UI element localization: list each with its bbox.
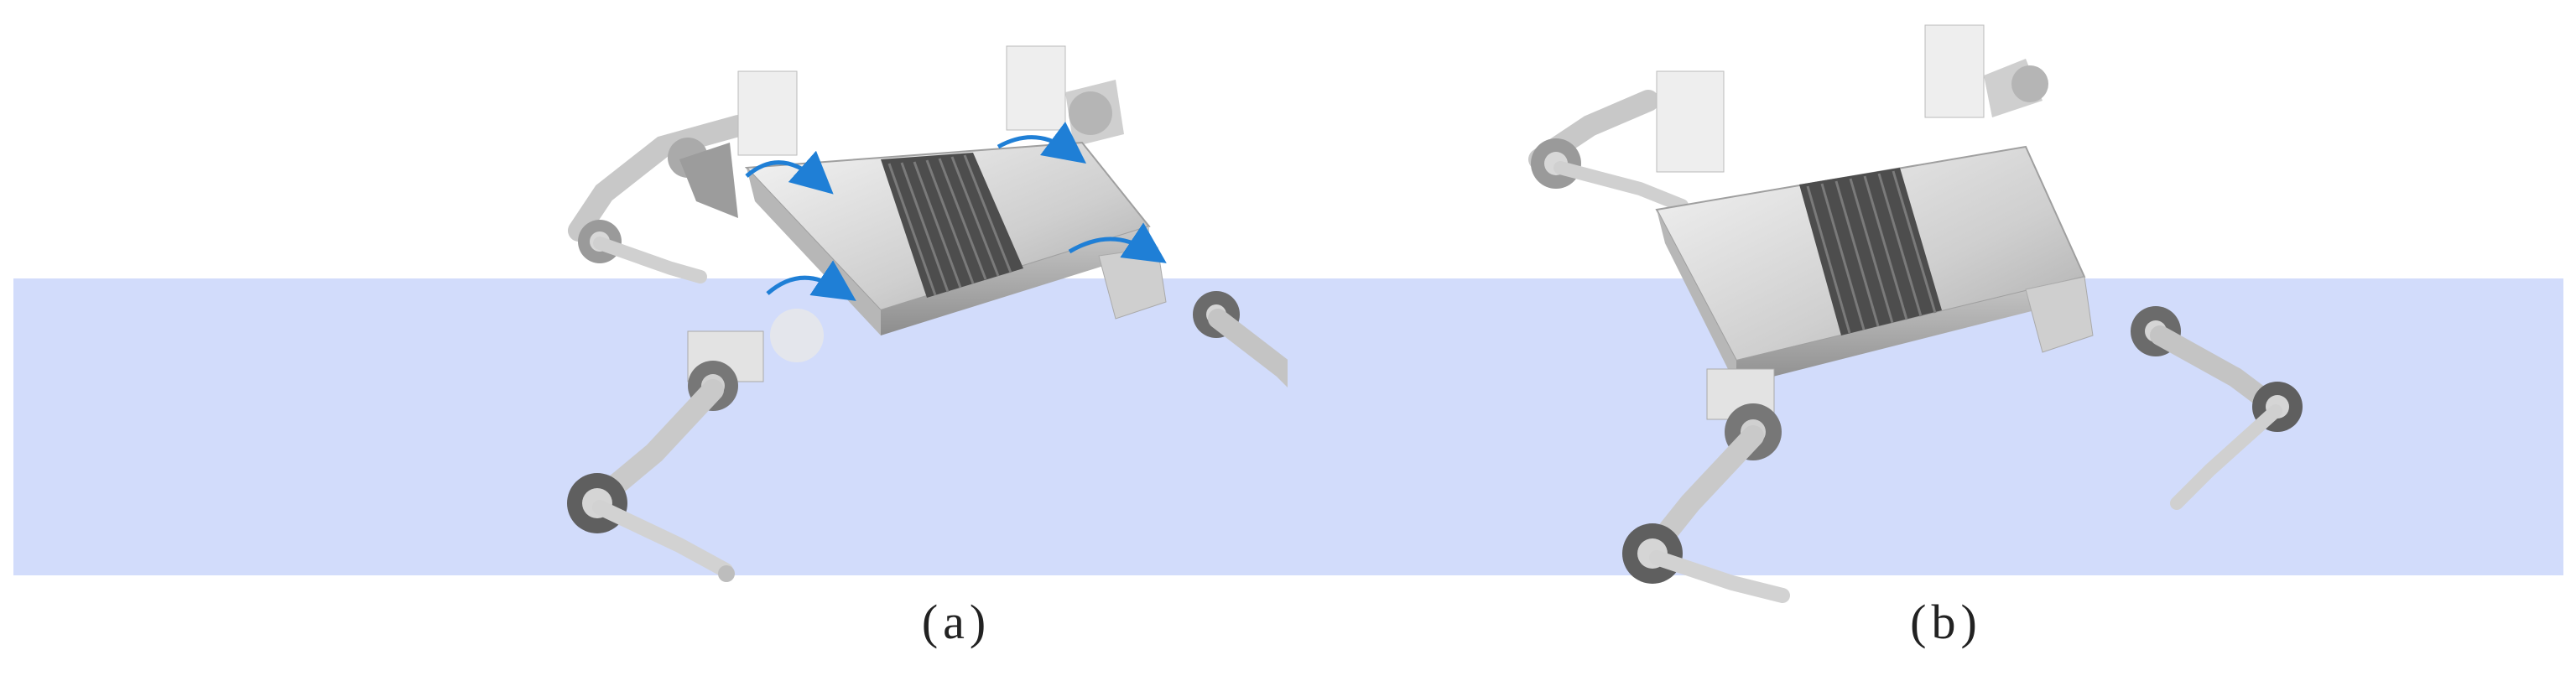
front-left-leg [567, 309, 824, 582]
panel-b-robot-illustration [1288, 0, 2575, 676]
panel-b-caption: (b) [1910, 595, 1982, 649]
front-right-leg [2025, 276, 2303, 510]
back-right-leg [1924, 24, 2048, 118]
back-right-leg [1006, 45, 1124, 147]
front-left-leg [1622, 368, 1790, 603]
robot-b-drawing [1528, 24, 2303, 603]
joint-rotation-arrows [745, 122, 1167, 301]
front-right-leg [1098, 247, 1288, 387]
robot-body [1655, 145, 2086, 386]
panel-a-robot-illustration [567, 45, 1288, 582]
panel-a-caption: (a) [921, 595, 991, 649]
back-left-leg [568, 70, 798, 283]
robot-a-drawing [567, 45, 1288, 582]
back-left-leg [1528, 70, 1725, 212]
